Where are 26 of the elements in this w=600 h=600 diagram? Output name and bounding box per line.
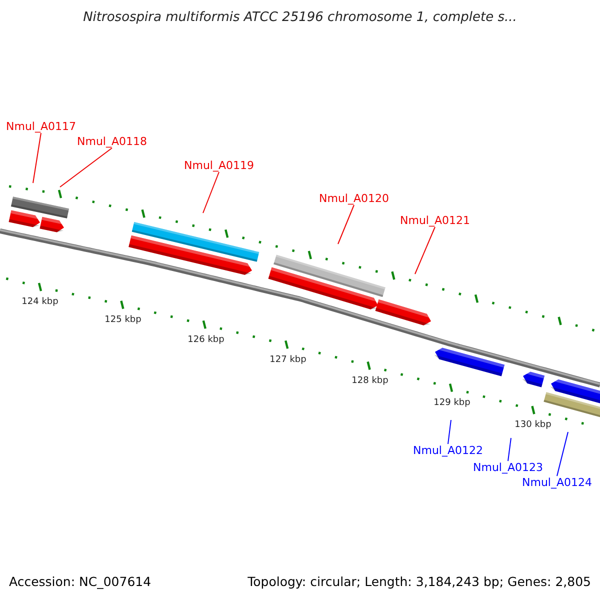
scale-label: 127 kbp xyxy=(268,355,308,365)
gene-label: Nmul_A0120 xyxy=(319,192,389,205)
leader-line xyxy=(60,148,112,188)
map-title: Nitrosospira multiformis ATCC 25196 chromosome 1, complete s... xyxy=(82,10,518,25)
accession-text: Accession: NC_007614 xyxy=(9,574,152,589)
gene-label: Nmul_A0117 xyxy=(6,120,76,133)
scale-label: 130 kbp xyxy=(514,420,552,430)
leader-line xyxy=(508,438,512,462)
scale-label: 128 kbp xyxy=(350,376,390,386)
summary-text: Topology: circular; Length: 3,184,243 bp; Genes: 2,805 xyxy=(248,574,591,589)
gene-label: Nmul_A0124 xyxy=(522,476,592,489)
leader-line xyxy=(556,432,568,476)
gene-label: Nmul_A0118 xyxy=(77,135,147,148)
leader-line xyxy=(32,132,42,184)
leader-line xyxy=(202,172,220,214)
leader-line xyxy=(338,204,354,244)
leader-line xyxy=(448,420,452,444)
scale-label: 124 kbp xyxy=(20,297,60,307)
scale-label: 129 kbp xyxy=(432,398,472,408)
scale-label: 125 kbp xyxy=(104,315,142,325)
scale-label: 126 kbp xyxy=(186,335,226,345)
gene-label: Nmul_A0123 xyxy=(473,461,543,474)
leader-line xyxy=(414,226,436,274)
gene-label: Nmul_A0119 xyxy=(184,159,254,172)
gene-label: Nmul_A0121 xyxy=(400,214,470,227)
gene-label: Nmul_A0122 xyxy=(413,444,483,457)
